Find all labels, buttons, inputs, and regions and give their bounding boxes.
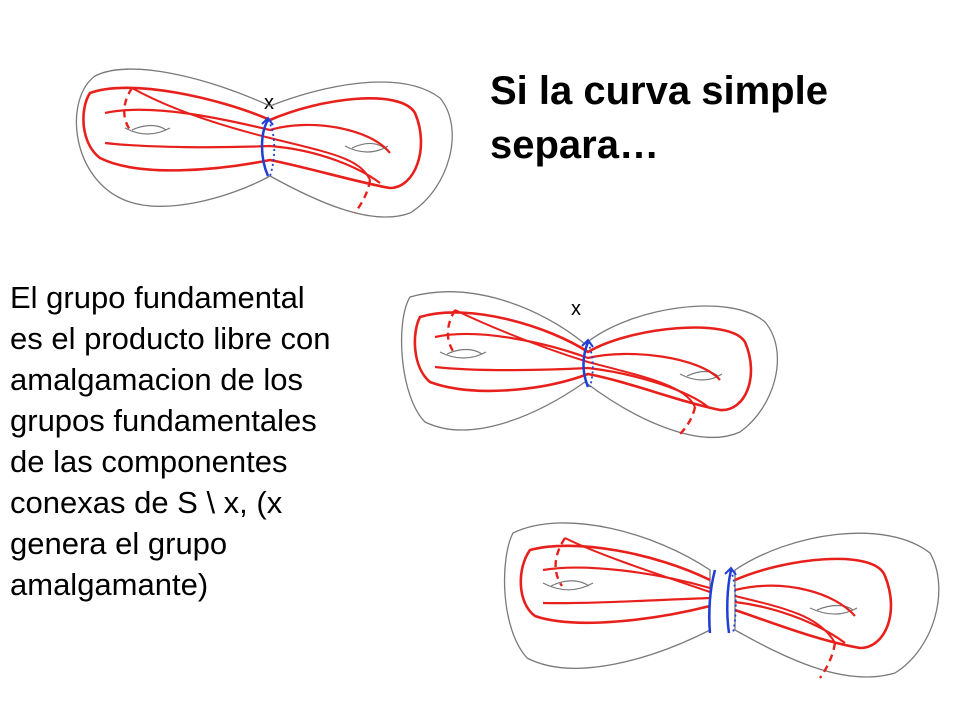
title-line-1: Si la curva simple <box>490 69 828 113</box>
red-dashed <box>554 537 566 587</box>
blue-boundary-dotted <box>730 569 737 634</box>
body-line: El grupo fundamental <box>10 280 305 315</box>
right-hole <box>809 604 858 615</box>
surface-outline <box>75 68 453 218</box>
surface-figure-top <box>75 68 453 218</box>
red-curve <box>734 557 893 650</box>
red-dashed <box>123 87 134 131</box>
blue-arrow <box>581 338 594 348</box>
red-curve <box>519 544 711 625</box>
body-paragraph: El grupo fundamental es el producto libr… <box>10 277 410 605</box>
blue-loop <box>260 119 270 177</box>
red-curve <box>82 86 423 190</box>
blue-loop <box>582 341 590 388</box>
blue-loop-dotted <box>587 341 594 388</box>
red-curve <box>104 108 391 184</box>
body-line: conexas de S \ x, (x <box>10 485 283 520</box>
red-curve <box>564 537 711 593</box>
surface-figure-middle <box>401 291 779 439</box>
blue-boundary-left <box>707 569 717 634</box>
red-curve <box>734 595 836 644</box>
surface-figure-bottom <box>503 522 940 679</box>
left-component-outline <box>503 522 711 669</box>
left-hole <box>542 580 594 591</box>
blue-arrow <box>724 566 737 576</box>
red-curve <box>542 566 711 605</box>
red-dashed <box>446 309 457 355</box>
body-line: es el producto libre con <box>10 321 331 356</box>
right-component-outline <box>734 532 940 678</box>
red-dashed <box>679 406 697 435</box>
red-curve <box>734 584 856 644</box>
red-curve <box>131 87 371 181</box>
left-hole <box>439 348 487 359</box>
body-line: amalgamante) <box>10 567 209 602</box>
body-line: de las componentes <box>10 444 288 479</box>
body-line: genera el grupo <box>10 526 228 561</box>
body-line: amalgamacion de los <box>10 362 303 397</box>
red-curve <box>413 311 753 412</box>
red-dashed <box>354 179 372 214</box>
top-figure-x-label: x <box>264 92 274 114</box>
body-line: grupos fundamentales <box>10 403 317 438</box>
middle-figure-x-label: x <box>571 298 581 320</box>
blue-boundary-right <box>726 569 733 634</box>
red-curve <box>454 309 696 408</box>
red-dashed <box>819 642 837 679</box>
left-hole <box>124 124 171 135</box>
slide-title: Si la curva simple separa… <box>490 64 910 172</box>
title-line-2: separa… <box>490 123 659 167</box>
right-hole <box>679 370 723 381</box>
blue-arrow <box>261 116 274 126</box>
